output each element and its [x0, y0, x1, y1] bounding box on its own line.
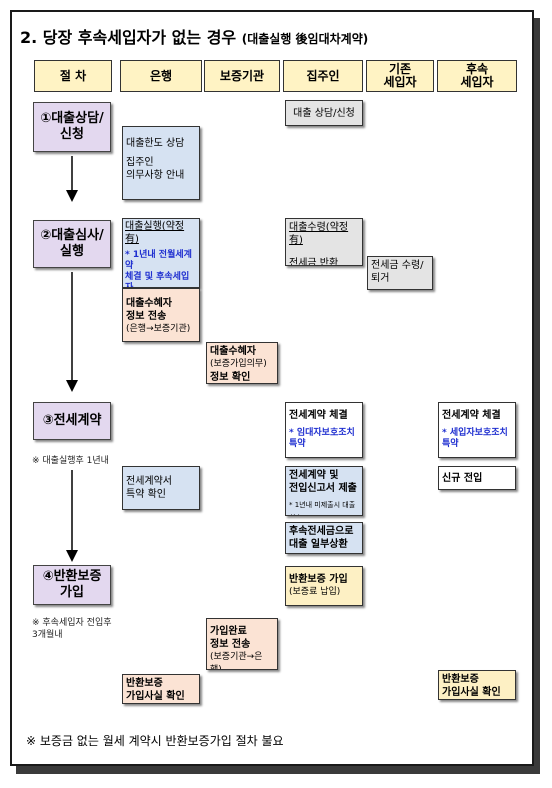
landlord-return-guarantee: 반환보증 가입 (보증료 납입) [285, 566, 363, 606]
landlord-loan-consult: 대출 상담/신청 [285, 100, 363, 126]
next-contract-detail: * 세입자보호조치 특약 [442, 428, 508, 449]
landlord-loan-receive: 대출수령(약정有) 전세금 반환 [285, 218, 363, 266]
landlord-contract-title: 전세계약 체결 [289, 410, 348, 421]
guar-done-sub: (보증기관→은행) [210, 652, 263, 670]
landlord-partial-repay: 후속전세금으로 대출 일부상환 [285, 522, 363, 554]
header-existing-tenant: 기존 세입자 [366, 60, 434, 92]
prev-tenant-receive-deposit: 전세금 수령/ 퇴거 [367, 256, 433, 290]
next-tenant-move-in: 신규 전입 [438, 466, 516, 490]
bank-send-sub: (은행→보증기관) [126, 324, 191, 334]
guar-confirm-body: 정보 확인 [210, 372, 251, 383]
step-4-return-guarantee: ④반환보증 가입 [33, 565, 111, 605]
bank-exec-title: 대출실행(약정有) [125, 221, 185, 245]
title-main: 2. 당장 후속세입자가 없는 경우 [20, 28, 237, 47]
guar-confirm-sub: (보증가입의무) [210, 359, 267, 369]
bank-duty-text: 집주인 의무사항 안내 [126, 157, 185, 181]
bank-limit-text: 대출한도 상담 [126, 138, 185, 149]
bank-send-info: 대출수혜자 정보 전송 (은행→보증기관) [122, 288, 200, 342]
bank-contract-check: 전세계약서 특약 확인 [122, 466, 200, 510]
guarantee-confirm-info: 대출수혜자 (보증가입의무) 정보 확인 [206, 342, 278, 384]
bank-guarantee-check: 반환보증 가입사실 확인 [122, 674, 200, 704]
note-step-4: ※ 후속세입자 전입후 3개월내 [32, 618, 112, 640]
bank-send-title: 대출수혜자 정보 전송 [126, 298, 172, 322]
page-title: 2. 당장 후속세입자가 없는 경우 (대출실행 後임대차계약) [20, 24, 368, 48]
landlord-receive-title: 대출수령(약정有) [289, 222, 349, 246]
bank-exec-detail: * 1년내 전월세계약 체결 및 후속세입자 전세금으로 반환 등 약정 [125, 250, 192, 288]
guar-confirm-title: 대출수혜자 [210, 346, 256, 357]
note-step-3: ※ 대출실행후 1년내 [32, 456, 109, 466]
header-landlord: 집주인 [283, 60, 363, 92]
header-guarantee-agency: 보증기관 [204, 60, 280, 92]
header-bank: 은행 [120, 60, 202, 92]
footer-note: ※ 보증금 없는 월세 계약시 반환보증가입 절차 불요 [26, 734, 284, 748]
step-3-lease-contract: ③전세계약 [33, 402, 111, 440]
landlord-contract-detail: * 임대자보호조치 특약 [289, 428, 355, 449]
landlord-guarantee-sub: (보증료 납입) [289, 587, 341, 597]
next-contract-title: 전세계약 체결 [442, 410, 501, 421]
header-procedure: 절 차 [34, 60, 112, 92]
step-1-loan-consult: ①대출상담/ 신청 [33, 102, 111, 152]
step-2-loan-review: ②대출심사/ 실행 [33, 220, 111, 268]
title-sub: (대출실행 後임대차계약) [241, 32, 369, 46]
landlord-guarantee-title: 반환보증 가입 [289, 574, 348, 585]
landlord-report-text: 전세계약 및 전입신고서 제출 [289, 470, 357, 494]
next-tenant-lease-contract: 전세계약 체결 * 세입자보호조치 특약 [438, 402, 516, 458]
guar-done-title: 가입완료 정보 전송 [210, 626, 251, 650]
bank-loan-execution: 대출실행(약정有) * 1년내 전월세계약 체결 및 후속세입자 전세금으로 반… [122, 218, 200, 288]
landlord-return-text: 전세금 반환 [289, 258, 339, 266]
landlord-lease-contract: 전세계약 체결 * 임대자보호조치 특약 [285, 402, 363, 458]
bank-loan-limit-consult: 대출한도 상담 집주인 의무사항 안내 [122, 126, 200, 200]
guarantee-done-send: 가입완료 정보 전송 (보증기관→은행) [206, 618, 278, 670]
landlord-report-sub: * 1년내 미제출시 대출회수 [289, 501, 356, 515]
landlord-submit-report: 전세계약 및 전입신고서 제출 * 1년내 미제출시 대출회수 [285, 466, 363, 516]
header-next-tenant: 후속 세입자 [437, 60, 517, 92]
next-tenant-guarantee-check: 반환보증 가입사실 확인 [438, 670, 516, 700]
